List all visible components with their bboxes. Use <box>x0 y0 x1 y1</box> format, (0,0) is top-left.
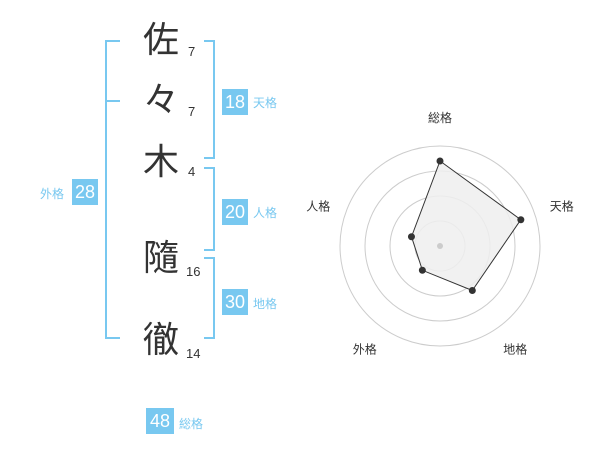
radar-axis-label-1: 総格 <box>428 110 452 125</box>
jinkaku-bracket <box>204 167 215 251</box>
stroke-count-4: 16 <box>186 264 201 279</box>
stroke-count-2: 7 <box>188 104 196 119</box>
stroke-count-1: 7 <box>188 44 196 59</box>
radar-point-1 <box>436 157 444 165</box>
radar-point-4 <box>418 266 426 274</box>
tenkaku-label: 天格 <box>253 96 278 110</box>
name-char-4: 隨 <box>142 238 179 279</box>
tenkaku-bracket <box>204 40 215 159</box>
tenkaku-value: 18 <box>222 89 248 115</box>
radar-point-5 <box>407 233 415 241</box>
radar-axis-label-2: 天格 <box>550 198 574 213</box>
radar-point-2 <box>517 216 525 224</box>
jinkaku-label: 人格 <box>253 206 278 220</box>
gaikaku-label: 外格 <box>40 187 65 201</box>
stroke-count-3: 4 <box>188 164 196 179</box>
radar-points <box>407 157 525 294</box>
soukaku-value: 48 <box>146 408 174 434</box>
gaikaku-bracket <box>105 40 120 339</box>
chikaku-label: 地格 <box>253 297 278 311</box>
jinkaku-value: 20 <box>222 199 248 225</box>
stroke-count-5: 14 <box>186 346 201 361</box>
name-char-2: 々 <box>142 80 179 121</box>
radar-axis-label-5: 人格 <box>306 198 330 213</box>
soukaku-label: 総格 <box>179 417 204 431</box>
name-char-5: 徹 <box>142 320 179 361</box>
radar-axis-label-4: 外格 <box>353 342 377 357</box>
radar-point-3 <box>468 286 476 294</box>
radar-center-dot <box>437 243 443 249</box>
chikaku-value: 30 <box>222 289 248 315</box>
name-char-3: 木 <box>142 142 179 183</box>
radar-polygon <box>410 160 522 292</box>
radar-ring-4 <box>339 145 541 347</box>
radar-axis-label-3: 地格 <box>503 342 527 357</box>
name-char-1: 佐 <box>142 20 179 61</box>
chikaku-bracket <box>204 257 215 339</box>
gaikaku-value: 28 <box>72 179 98 205</box>
